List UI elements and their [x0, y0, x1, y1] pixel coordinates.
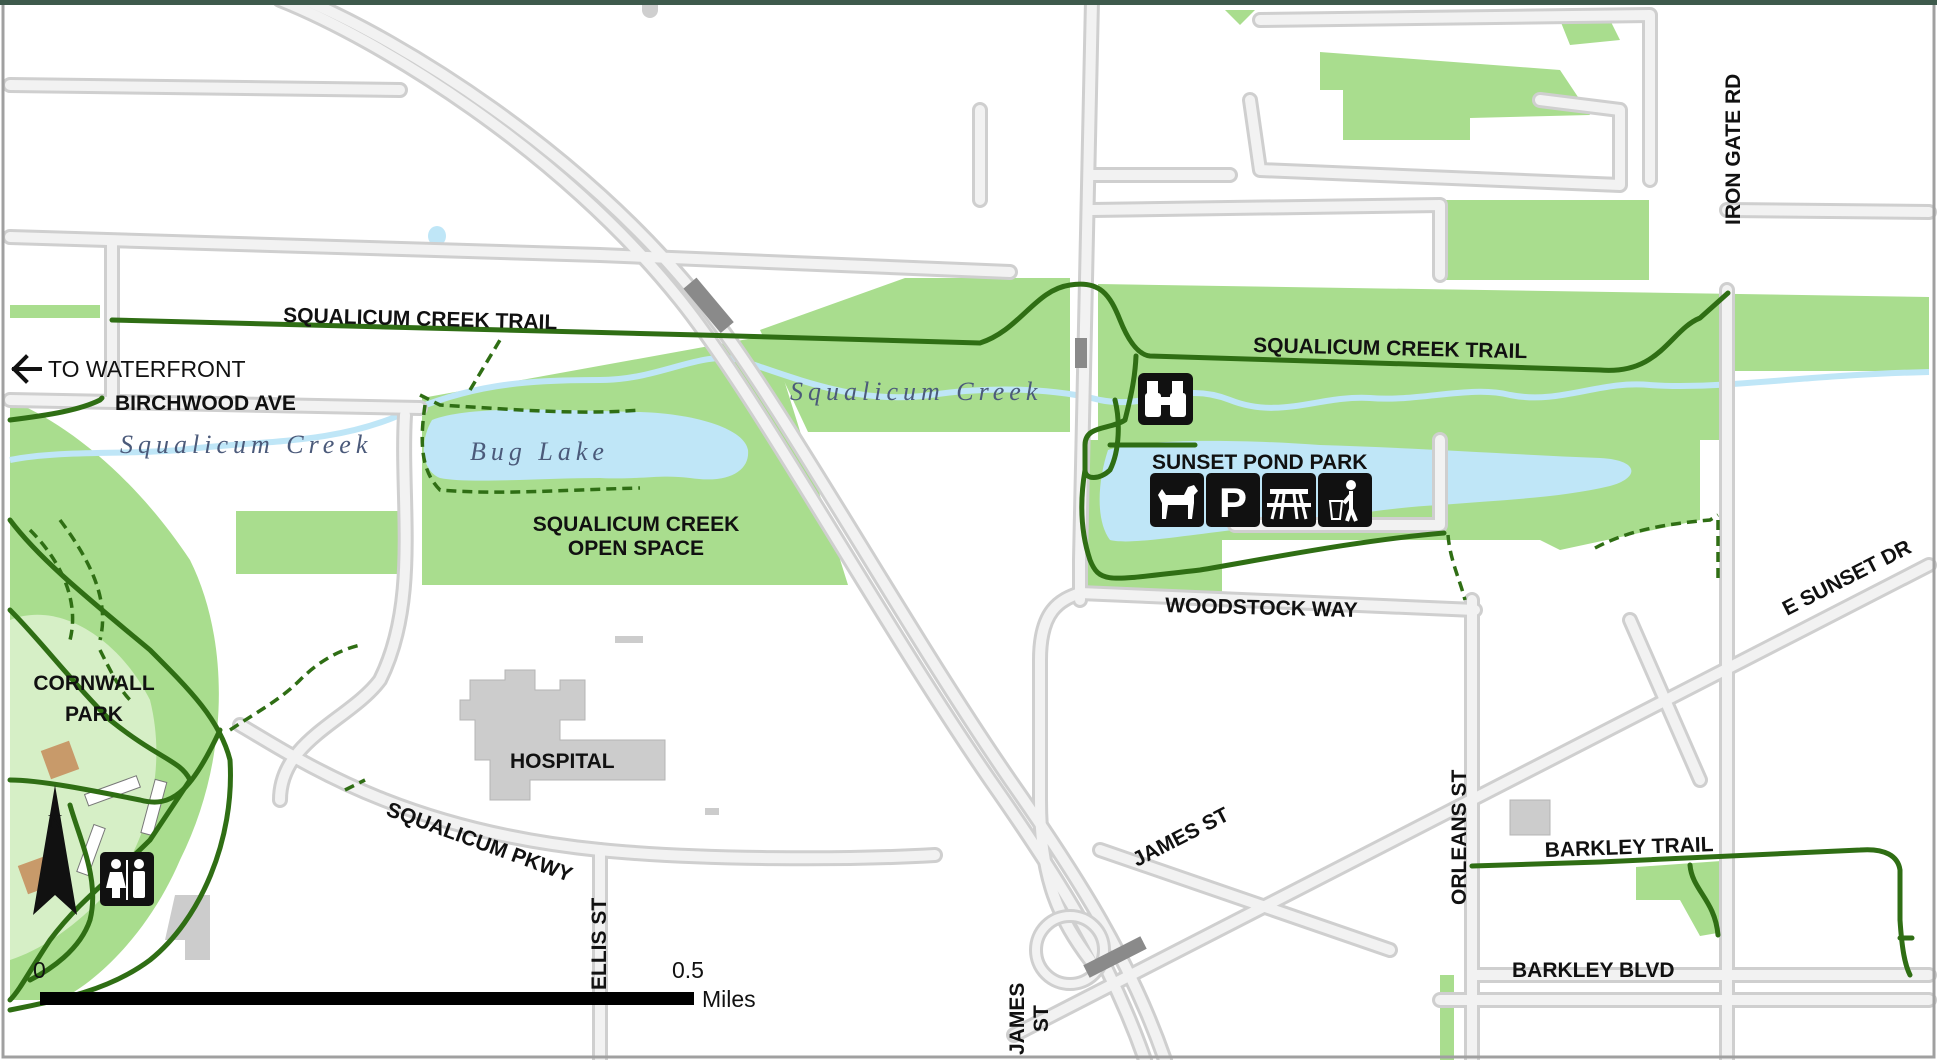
squalicum-creek [9, 354, 1930, 463]
sunset-pond-park-label: SUNSET POND PARK [1152, 451, 1367, 474]
sunset-pond-loop [1079, 353, 1447, 581]
overpass-north [683, 277, 734, 334]
parking-icon: P [1206, 473, 1260, 527]
sunset-east-dashed [1446, 513, 1720, 601]
binoculars-icon [1138, 373, 1193, 425]
open-space-west-block [236, 511, 408, 574]
scale-bar-end: 0.5 [672, 957, 704, 983]
court-2 [140, 778, 168, 837]
bug-lake [423, 409, 749, 481]
picnic-table-icon [1262, 473, 1316, 527]
james-vertical-label-1: JAMES [1006, 983, 1029, 1055]
orleans-strip [1440, 975, 1454, 1060]
scale-bar: 0 0.5 Miles [33, 957, 756, 1012]
scale-bar-unit: Miles [702, 986, 756, 1012]
to-waterfront-label: TO WATERFRONT [48, 356, 246, 382]
squalicum-trail-west [109, 281, 1731, 373]
scale-bar-start: 0 [33, 957, 46, 983]
trails [7, 281, 1915, 1013]
creek-corridor-center [760, 278, 1070, 432]
cornwall-trail-5 [27, 802, 96, 983]
north-park-b [1444, 200, 1649, 280]
creek-label-west: Squalicum Creek [120, 430, 372, 459]
barkley-park-area [1636, 860, 1735, 936]
cornwall-north-strip [10, 305, 100, 318]
creek-label-center: Squalicum Creek [790, 377, 1042, 406]
open-space-label-1: SQUALICUM CREEK [533, 513, 740, 536]
iron-gate-label: IRON GATE RD [1722, 74, 1745, 225]
north-park-d [1225, 10, 1255, 25]
parking-lot-1 [40, 740, 80, 780]
dog-icon [1150, 473, 1204, 527]
scale-bar-line [40, 992, 694, 1005]
north-arrow: N [33, 785, 77, 915]
overpass-south [1083, 936, 1147, 978]
building-small-2 [615, 636, 643, 643]
barkley-blvd-label: BARKLEY BLVD [1512, 959, 1675, 982]
cornwall-trail-3 [7, 727, 223, 805]
building-small-4 [165, 895, 210, 960]
restroom-icon [100, 852, 154, 906]
trash-icon [1318, 473, 1372, 527]
parking-letter: P [1219, 479, 1247, 526]
overpass-mid [1075, 338, 1087, 368]
map-top-bar [0, 0, 1937, 5]
cornwall-dashed-1 [229, 643, 361, 732]
small-pond [428, 226, 446, 246]
ellis-label: ELLIS ST [588, 898, 611, 990]
building-small-3 [705, 808, 719, 815]
orleans-label: ORLEANS ST [1448, 769, 1471, 905]
cornwall-dashed-2 [28, 518, 132, 702]
left-arrow-icon [11, 354, 42, 384]
buildings [165, 636, 1551, 960]
north-park-a [1320, 52, 1590, 140]
woodstock-label: WOODSTOCK WAY [1165, 594, 1358, 622]
cornwall-label-2: PARK [65, 703, 123, 726]
birchwood-label: BIRCHWOOD AVE [115, 392, 296, 415]
north-label: N [48, 811, 62, 833]
cornwall-trail-4 [7, 395, 105, 423]
hospital-building [459, 669, 666, 801]
hospital-label: HOSPITAL [510, 750, 615, 773]
north-park-c [1560, 20, 1620, 45]
barkley-trail [1469, 847, 1915, 978]
cornwall-label-1: CORNWALL [33, 672, 154, 695]
cornwall-trail-1 [7, 517, 233, 1013]
open-space-label-2: OPEN SPACE [568, 537, 704, 560]
bug-lake-label: Bug Lake [470, 437, 609, 466]
james-vertical-label-2: ST [1030, 1005, 1053, 1032]
building-small-1 [1509, 799, 1551, 836]
